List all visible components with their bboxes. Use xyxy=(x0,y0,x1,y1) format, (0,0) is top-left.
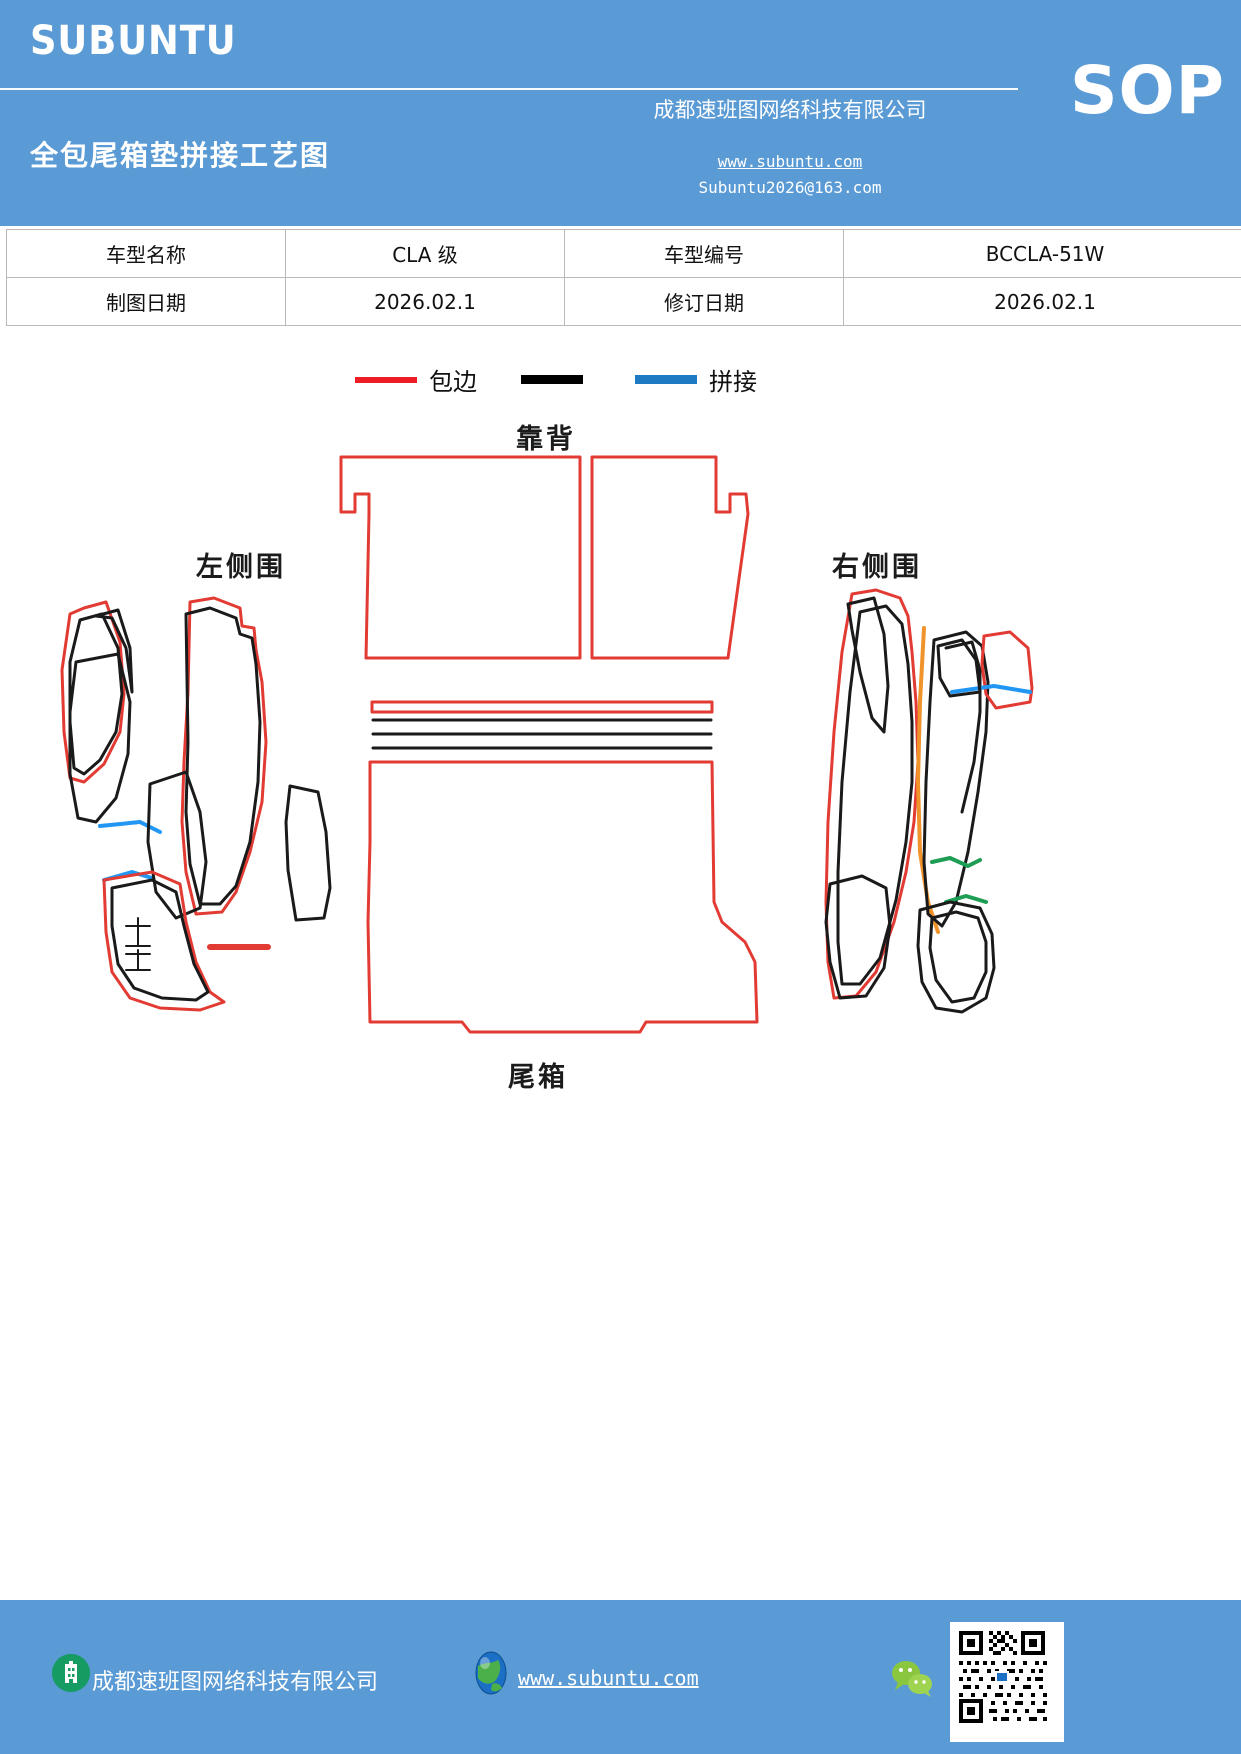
value-model-code: BCCLA-51W xyxy=(843,229,1241,278)
header-email: Subuntu2026@163.com xyxy=(698,178,882,197)
footer-company-name: 成都速班图网络科技有限公司 xyxy=(92,1670,379,1695)
brand-logo: SUBUNTU xyxy=(30,18,237,64)
part-label-right-side: 右侧围 xyxy=(832,552,922,583)
pattern-drawing-svg xyxy=(60,455,1034,1034)
globe-icon xyxy=(472,1650,510,1696)
vehicle-info-table: 车型名称 CLA 级 车型编号 BCCLA-51W 制图日期 2026.02.1… xyxy=(6,229,1241,326)
document-type-badge: SOP xyxy=(1069,52,1225,129)
page-header: SUBUNTU 成都速班图网络科技有限公司 SOP 全包尾箱垫拼接工艺图 www… xyxy=(0,0,1241,226)
legend-swatch-splice-blue-icon xyxy=(635,375,697,384)
page-title: 全包尾箱垫拼接工艺图 xyxy=(30,139,331,172)
header-website-link[interactable]: www.subuntu.com xyxy=(717,152,863,171)
header-company-name: 成都速班图网络科技有限公司 xyxy=(653,98,927,122)
part-backrest xyxy=(339,455,750,660)
legend-swatch-splice-black-icon xyxy=(521,375,583,384)
footer-website-link[interactable]: www.subuntu.com xyxy=(518,1666,699,1690)
label-model-name: 车型名称 xyxy=(6,229,286,278)
label-revision-date: 修订日期 xyxy=(564,277,844,326)
part-trunk xyxy=(366,700,759,1034)
legend-swatch-binding-icon xyxy=(355,376,417,383)
technical-drawing: 靠背 左侧围 右侧围 尾箱 xyxy=(0,402,1241,1162)
table-row: 制图日期 2026.02.1 修订日期 2026.02.1 xyxy=(6,277,1241,326)
part-label-backrest: 靠背 xyxy=(516,424,576,455)
part-label-left-side: 左侧围 xyxy=(196,552,286,583)
qr-code xyxy=(950,1622,1064,1742)
building-icon xyxy=(52,1654,90,1692)
part-label-trunk: 尾箱 xyxy=(508,1062,568,1093)
legend-label-binding: 包边 xyxy=(429,368,477,396)
value-draw-date: 2026.02.1 xyxy=(285,277,565,326)
wechat-icon xyxy=(890,1658,936,1698)
value-model-name: CLA 级 xyxy=(285,229,565,278)
part-left-side xyxy=(60,596,332,1012)
part-right-side xyxy=(824,588,1034,1014)
header-divider xyxy=(0,88,1018,90)
legend-label-splice: 拼接 xyxy=(709,368,757,396)
label-model-code: 车型编号 xyxy=(564,229,844,278)
value-revision-date: 2026.02.1 xyxy=(843,277,1241,326)
label-draw-date: 制图日期 xyxy=(6,277,286,326)
legend: 包边 拼接 xyxy=(0,362,1241,402)
page-footer: 成都速班图网络科技有限公司 www.subuntu.com xyxy=(0,1600,1241,1754)
table-row: 车型名称 CLA 级 车型编号 BCCLA-51W xyxy=(6,229,1241,278)
